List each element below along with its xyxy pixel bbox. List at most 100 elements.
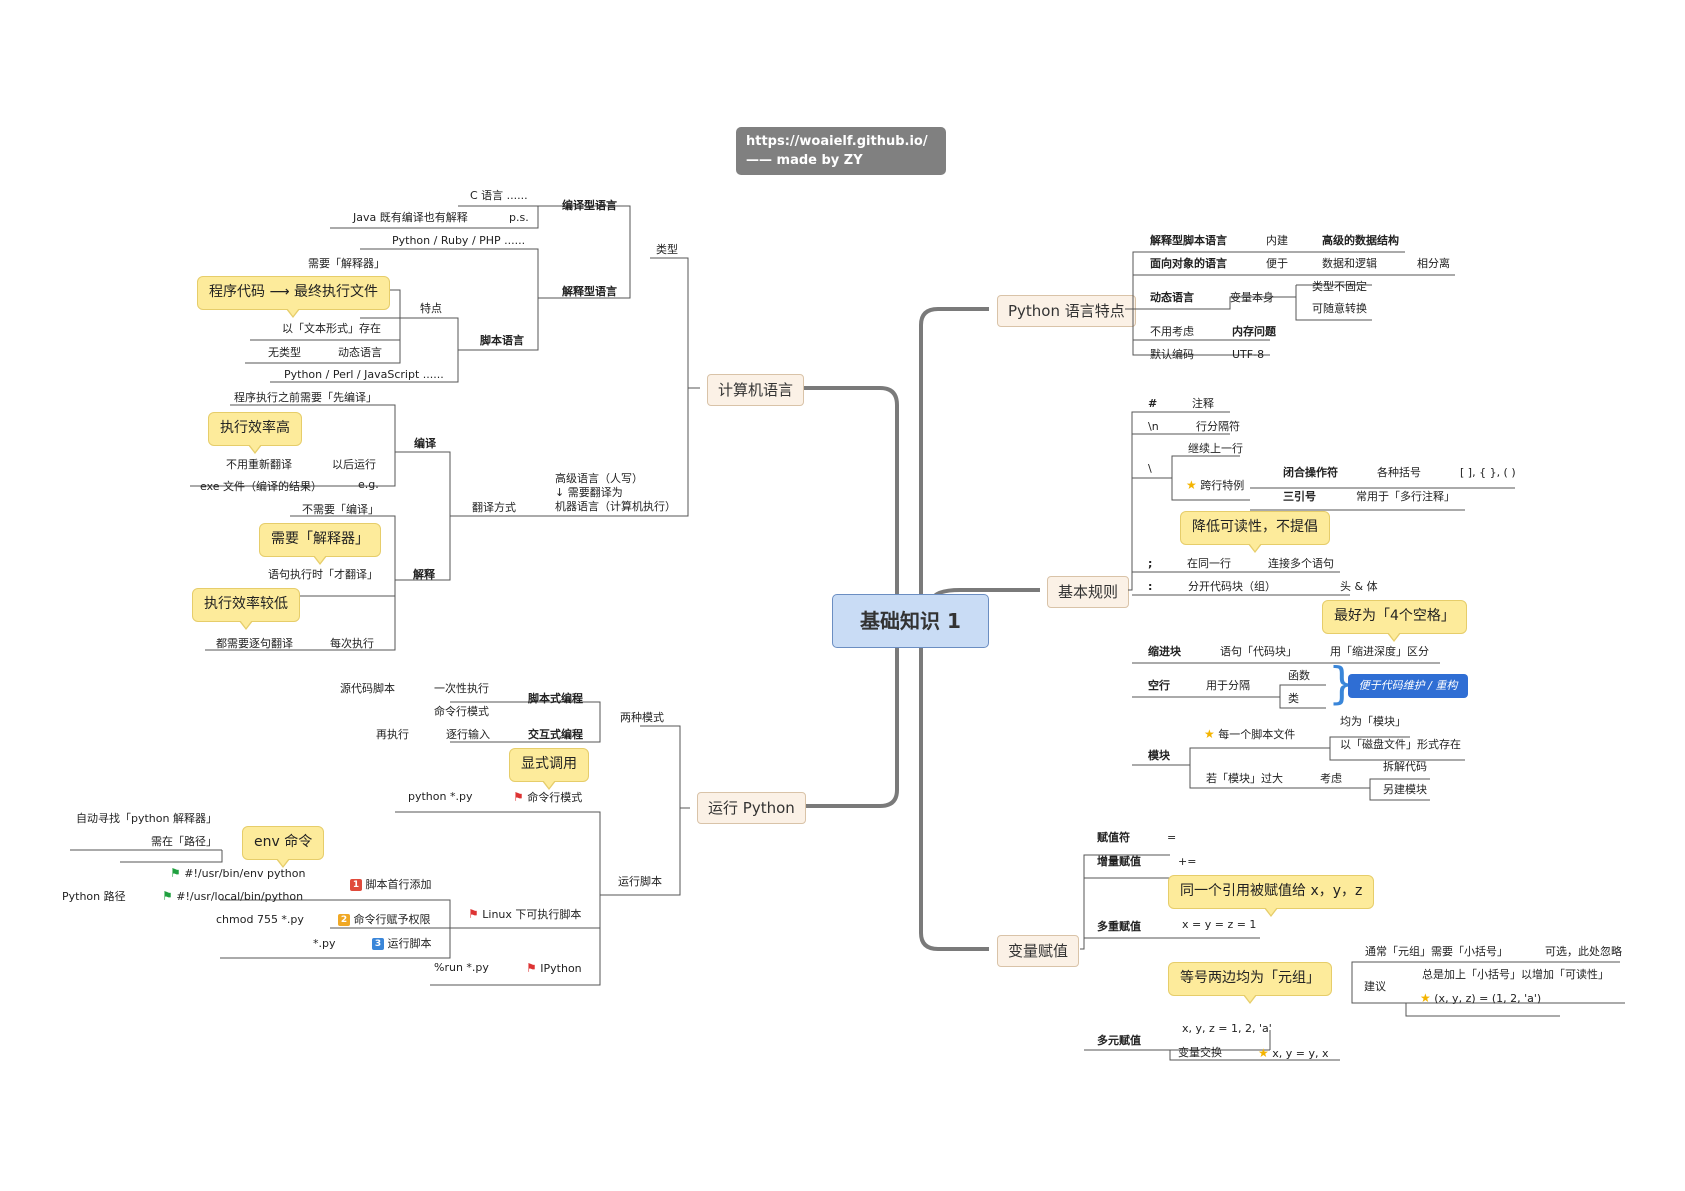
callout-both-tuples: 等号两边均为「元组」 xyxy=(1168,962,1332,1004)
linux-exec: ⚑ Linux 下可执行脚本 xyxy=(468,907,581,922)
no-compile: 不需要「编译」 xyxy=(302,503,379,516)
red-flag-icon: ⚑ xyxy=(513,790,524,804)
callout-env-command: env 命令 xyxy=(242,826,325,868)
separate: 相分离 xyxy=(1417,257,1450,270)
suggestion-label: 建议 xyxy=(1364,980,1386,993)
cmd-mode: 命令行模式 xyxy=(434,705,489,718)
branch-basic-rules[interactable]: 基本规则 xyxy=(1047,576,1130,608)
each-execution: 每次执行 xyxy=(330,637,374,650)
callout-four-spaces: 最好为「4个空格」 xyxy=(1322,600,1467,642)
two-modes: 两种模式 xyxy=(620,711,664,724)
percent-run: %run *.py xyxy=(434,961,489,974)
assignment-operator: 赋值符 xyxy=(1097,831,1130,844)
no-consider: 不用考虑 xyxy=(1150,325,1194,338)
oop-lang: 面向对象的语言 xyxy=(1150,257,1227,270)
callout-high-efficiency: 执行效率高 xyxy=(208,412,302,454)
ipython: ⚑ IPython xyxy=(526,961,582,976)
compile-first: 程序执行之前需要「先编译」 xyxy=(234,391,377,404)
need-path: 需在「路径」 xyxy=(151,835,217,848)
builtin: 内建 xyxy=(1266,234,1288,247)
maintain-refactor-tag: 便于代码维护 / 重构 xyxy=(1348,674,1468,698)
ipython-text: IPython xyxy=(540,962,582,975)
local-python-shebang: ⚑ #!/usr/local/bin/python xyxy=(162,889,303,904)
translate-at-runtime: 语句执行时「才翻译」 xyxy=(268,568,378,581)
utf8: UTF-8 xyxy=(1232,348,1265,361)
xyz-12a: x, y, z = 1, 2, 'a' xyxy=(1182,1022,1272,1035)
linux-exec-text: Linux 下可执行脚本 xyxy=(482,908,582,921)
branch-computer-language[interactable]: 计算机语言 xyxy=(707,374,805,406)
features-label: 特点 xyxy=(420,302,442,315)
run-script-step: 3 运行脚本 xyxy=(372,937,432,951)
interactive-programming: 交互式编程 xyxy=(528,728,583,741)
comment-label: 注释 xyxy=(1192,397,1214,410)
incremental-assign: 增量赋值 xyxy=(1097,855,1141,868)
interpreted-lang: 解释型语言 xyxy=(562,285,617,298)
module-label: 模块 xyxy=(1148,749,1170,762)
central-topic[interactable]: 基础知识 1 xyxy=(832,594,989,648)
run-later: 以后运行 xyxy=(332,458,376,471)
all-modules: 均为「模块」 xyxy=(1340,715,1406,728)
dynamic-lang: 动态语言 xyxy=(338,346,382,359)
first-line-text: 脚本首行添加 xyxy=(365,878,432,891)
plus-equals: += xyxy=(1178,855,1197,868)
high-data-struct: 高级的数据结构 xyxy=(1322,234,1399,247)
each-script-text: 每一个脚本文件 xyxy=(1218,728,1296,741)
ps-label: p.s. xyxy=(509,211,529,224)
url-watermark-box: https://woaielf.github.io/ —— made by ZY xyxy=(736,127,946,175)
tuple-example-text: (x, y, z) = (1, 2, 'a') xyxy=(1434,992,1542,1005)
cmd-mode-text: 命令行模式 xyxy=(527,791,583,804)
type-label: 类型 xyxy=(656,243,678,256)
branch-var-assign[interactable]: 变量赋值 xyxy=(997,935,1080,967)
chmod-cmd: chmod 755 *.py xyxy=(216,913,304,926)
run-once: 一次性执行 xyxy=(434,682,489,695)
callout-same-reference: 同一个引用被赋值给 x，y，z xyxy=(1168,875,1375,917)
env-python-shebang: ⚑ #!/usr/bin/env python xyxy=(170,866,305,881)
exe-file: exe 文件（编译的结果） xyxy=(200,480,323,493)
cross-line-special: ★ 跨行特例 xyxy=(1186,478,1244,493)
colon-symbol: : xyxy=(1148,580,1153,593)
indent-block: 缩进块 xyxy=(1148,645,1181,658)
text-form: 以「文本形式」存在 xyxy=(282,322,381,335)
first-line-add: 1 脚本首行添加 xyxy=(350,878,432,892)
module-too-big: 若「模块」过大 xyxy=(1206,772,1283,785)
untyped: 无类型 xyxy=(268,346,301,359)
branch-run-python[interactable]: 运行 Python xyxy=(697,792,806,824)
xyz-equals-1: x = y = z = 1 xyxy=(1182,918,1257,931)
branch-python-features[interactable]: Python 语言特点 xyxy=(997,295,1136,327)
head-and-body: 头 & 体 xyxy=(1340,580,1378,593)
interpret-label: 解释 xyxy=(413,568,435,581)
callout-explicit-call: 显式调用 xyxy=(509,748,589,790)
each-script-file: ★ 每一个脚本文件 xyxy=(1204,727,1295,742)
red-flag-icon: ⚑ xyxy=(526,961,537,975)
continue-line: 继续上一行 xyxy=(1188,442,1243,455)
star-icon: ★ xyxy=(1420,991,1431,1005)
equals-symbol: = xyxy=(1167,831,1177,844)
cmd-mode-flag: ⚑ 命令行模式 xyxy=(513,790,582,805)
perl-js: Python / Perl / JavaScript ...... xyxy=(284,368,444,381)
new-module: 另建模块 xyxy=(1383,783,1427,796)
line-separator: 行分隔符 xyxy=(1196,420,1240,433)
convenient: 便于 xyxy=(1266,257,1288,270)
type-unfixed: 类型不固定 xyxy=(1312,280,1367,293)
multi-line-comment: 常用于「多行注释」 xyxy=(1356,490,1455,503)
closed-operator: 闭合操作符 xyxy=(1283,466,1338,479)
local-python-text: #!/usr/local/bin/python xyxy=(176,890,304,903)
statement-code-block: 语句「代码块」 xyxy=(1220,645,1297,658)
callout-reduce-readability: 降低可读性，不提倡 xyxy=(1180,511,1330,553)
star-icon: ★ xyxy=(1204,727,1215,741)
author-line: —— made by ZY xyxy=(746,153,863,168)
script-language: 脚本语言 xyxy=(480,334,524,347)
priority-1-icon: 1 xyxy=(350,879,362,891)
indent-depth: 用「缩进深度」区分 xyxy=(1330,645,1429,658)
c-lang: C 语言 ...... xyxy=(470,189,528,202)
variable-swap: 变量交换 xyxy=(1178,1046,1222,1059)
grant-permission: 2 命令行赋予权限 xyxy=(338,913,431,927)
dynamic-lang-feature: 动态语言 xyxy=(1150,291,1194,304)
priority-2-icon: 2 xyxy=(338,914,350,926)
newline-symbol: \n xyxy=(1148,420,1159,433)
memory-issue: 内存问题 xyxy=(1232,325,1276,338)
data-and-logic: 数据和逻辑 xyxy=(1322,257,1377,270)
dot-py: *.py xyxy=(313,937,336,950)
python-py: python *.py xyxy=(408,790,473,803)
multi-element-assign: 多元赋值 xyxy=(1097,1034,1141,1047)
